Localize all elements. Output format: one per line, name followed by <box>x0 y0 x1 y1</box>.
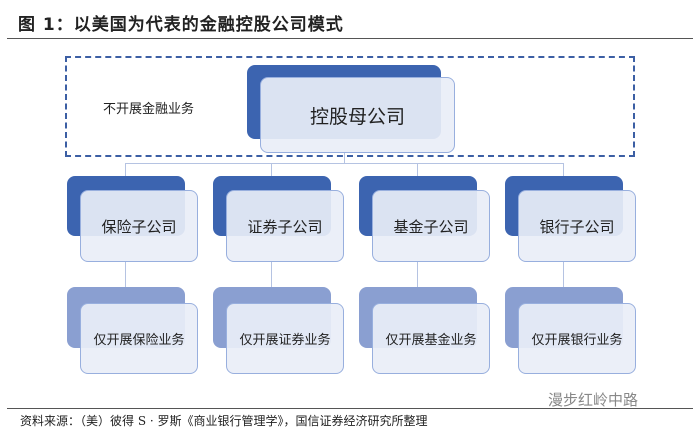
business-box: 仅开展基金业务 <box>372 303 490 374</box>
connector <box>125 163 126 176</box>
subsidiary-label: 基金子公司 <box>393 217 469 236</box>
holding-label: 控股母公司 <box>309 105 405 128</box>
business-box: 仅开展保险业务 <box>80 303 198 374</box>
subsidiary-box: 证券子公司 <box>226 190 344 262</box>
figure-title: 图 1：以美国为代表的金融控股公司模式 <box>18 15 344 35</box>
holding-note: 不开展金融业务 <box>103 102 195 117</box>
connector <box>344 153 345 163</box>
connector <box>125 262 126 287</box>
connector <box>563 163 564 176</box>
subsidiary-box: 基金子公司 <box>372 190 490 262</box>
business-label: 仅开展银行业务 <box>531 333 623 348</box>
business-box: 仅开展银行业务 <box>518 303 636 374</box>
business-label: 仅开展保险业务 <box>93 333 185 348</box>
business-box: 仅开展证券业务 <box>226 303 344 374</box>
connector <box>417 163 418 176</box>
business-label: 仅开展基金业务 <box>385 333 477 348</box>
subsidiary-label: 银行子公司 <box>539 217 615 236</box>
connector <box>125 163 564 164</box>
title-divider <box>7 38 693 39</box>
subsidiary-box: 保险子公司 <box>80 190 198 262</box>
subsidiary-label: 证券子公司 <box>247 217 323 236</box>
subsidiary-label: 保险子公司 <box>101 217 177 236</box>
watermark: 漫步红岭中路 <box>548 391 639 409</box>
holding-company-box: 控股母公司 <box>260 77 455 153</box>
connector <box>271 163 272 176</box>
footer-divider <box>7 408 693 409</box>
connector <box>563 262 564 287</box>
source-note: 资料来源：（美）彼得 S · 罗斯《商业银行管理学》，国信证券经济研究所整理 <box>20 414 428 428</box>
non-financial-boundary <box>65 56 635 157</box>
connector <box>271 262 272 287</box>
business-label: 仅开展证券业务 <box>239 333 331 348</box>
connector <box>417 262 418 287</box>
subsidiary-box: 银行子公司 <box>518 190 636 262</box>
